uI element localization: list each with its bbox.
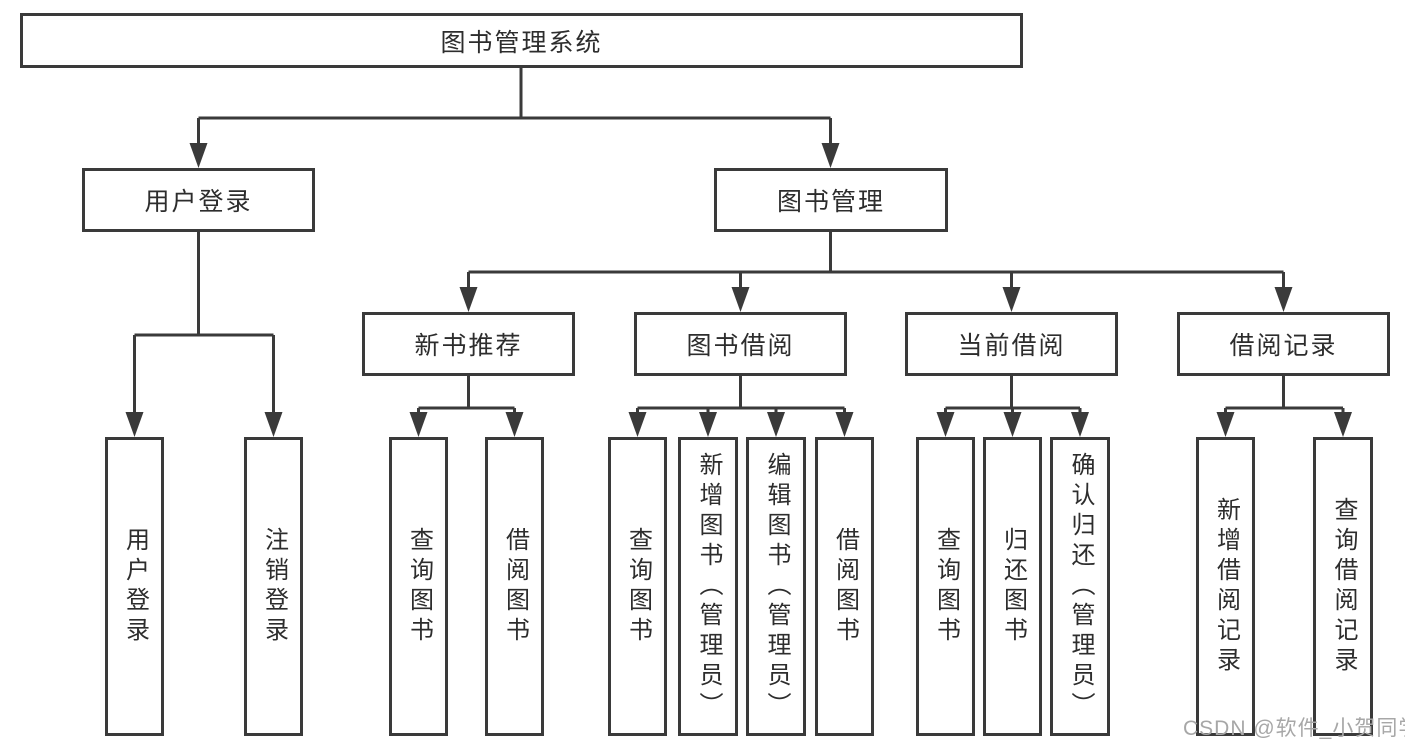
arrow-head — [821, 143, 840, 168]
arrow-head — [1274, 287, 1293, 312]
arrow-head — [731, 287, 750, 312]
arrow-head — [189, 143, 208, 168]
arrow-head — [628, 412, 647, 437]
arrow-head — [1334, 412, 1352, 437]
arrow-head — [505, 412, 524, 437]
node-book-management: 图书管理 — [714, 168, 948, 232]
connector-line — [133, 232, 275, 414]
leaf-current-query-books: 查询图书 — [916, 437, 975, 736]
node-current-borrowing: 当前借阅 — [905, 312, 1118, 376]
arrow-head — [1003, 412, 1022, 437]
node-borrowing-records: 借阅记录 — [1177, 312, 1390, 376]
leaf-confirm-return-admin: 确认归还（管理员） — [1050, 437, 1110, 736]
arrow-head — [1002, 287, 1021, 312]
connector-line — [944, 376, 1082, 414]
leaf-add-borrow-record: 新增借阅记录 — [1196, 437, 1255, 736]
arrow-head — [264, 412, 283, 437]
connector-book-borrowing-to-leaves — [628, 376, 854, 437]
leaf-borrowing-query-books: 查询图书 — [608, 437, 667, 736]
connector-root-to-level2 — [189, 68, 840, 168]
arrow-head — [409, 412, 428, 437]
leaf-borrowing-borrow-books: 借阅图书 — [815, 437, 874, 736]
connector-line — [197, 68, 832, 145]
leaf-query-borrow-record: 查询借阅记录 — [1313, 437, 1373, 736]
connector-new-book-recommend-to-leaves — [409, 376, 524, 437]
connector-line — [467, 232, 1285, 289]
arrow-head — [125, 412, 144, 437]
leaf-add-book-admin: 新增图书（管理员） — [678, 437, 738, 736]
node-book-borrowing: 图书借阅 — [634, 312, 847, 376]
connector-user-login-to-leaves — [125, 232, 283, 437]
node-new-book-recommend: 新书推荐 — [362, 312, 575, 376]
arrow-head — [767, 412, 785, 437]
arrow-head — [835, 412, 854, 437]
leaf-edit-book-admin: 编辑图书（管理员） — [746, 437, 806, 736]
leaf-return-book: 归还图书 — [983, 437, 1042, 736]
leaf-recommend-query-books: 查询图书 — [389, 437, 448, 736]
node-user-login: 用户登录 — [82, 168, 315, 232]
node-root-system: 图书管理系统 — [20, 13, 1023, 68]
connector-borrowing-records-to-leaves — [1216, 376, 1352, 437]
connector-line — [636, 376, 846, 414]
watermark: CSDN @软件_小贺同学 — [1183, 717, 1405, 740]
leaf-user-login: 用户登录 — [105, 437, 164, 736]
connector-line — [1224, 376, 1345, 414]
arrow-head — [1071, 412, 1089, 437]
arrow-head — [936, 412, 955, 437]
arrow-head — [1216, 412, 1235, 437]
arrow-head — [459, 287, 478, 312]
connector-current-borrowing-to-leaves — [936, 376, 1089, 437]
connector-book-management-to-level3 — [459, 232, 1293, 312]
arrow-head — [699, 412, 717, 437]
leaf-recommend-borrow-books: 借阅图书 — [485, 437, 544, 736]
leaf-logout: 注销登录 — [244, 437, 303, 736]
connector-line — [417, 376, 516, 414]
